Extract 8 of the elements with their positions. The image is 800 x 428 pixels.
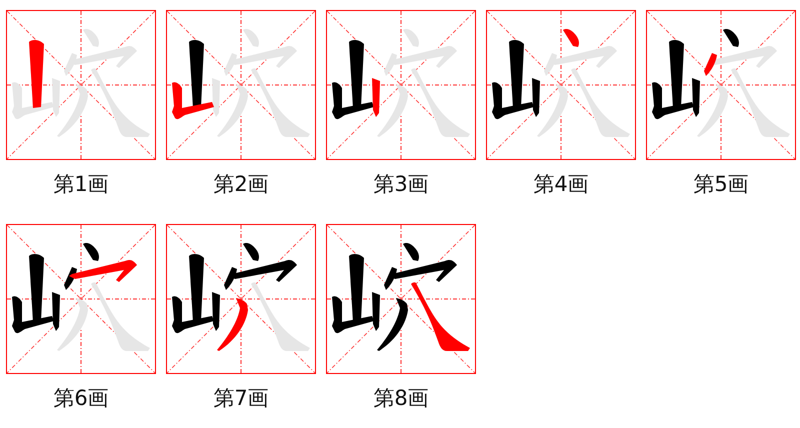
stroke-caption: 第4画 — [533, 171, 589, 197]
stroke-caption: 第7画 — [213, 385, 269, 411]
stroke-caption: 第6画 — [53, 385, 109, 411]
stroke-caption: 第3画 — [373, 171, 429, 197]
stroke-caption: 第5画 — [693, 171, 749, 197]
stroke-caption: 第8画 — [373, 385, 429, 411]
stroke-caption: 第2画 — [213, 171, 269, 197]
stroke-caption: 第1画 — [53, 171, 109, 197]
